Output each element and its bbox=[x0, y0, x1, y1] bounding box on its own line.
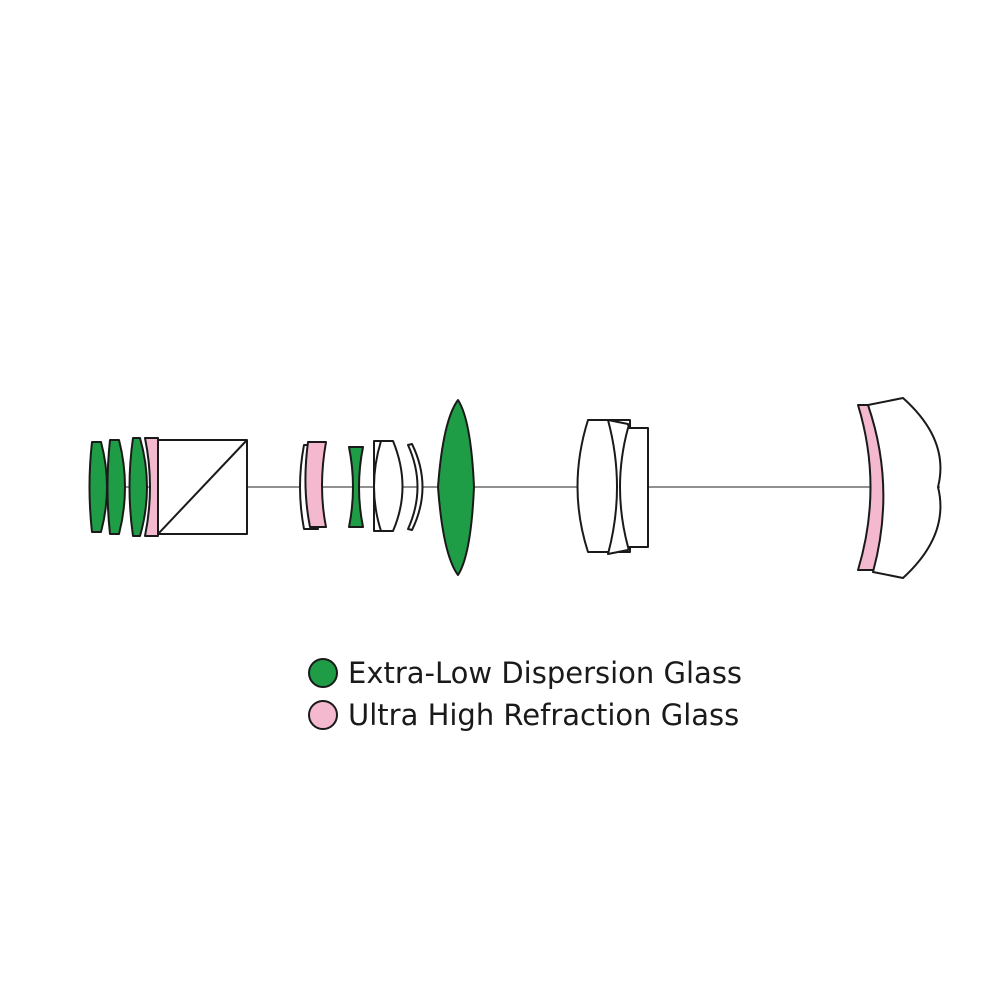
lens-uhr-2 bbox=[304, 441, 327, 528]
lens-ed-5 bbox=[437, 399, 475, 576]
legend-label-ed: Extra-Low Dispersion Glass bbox=[348, 656, 743, 690]
lens-plain-8 bbox=[867, 397, 942, 579]
ed-glass-swatch-icon bbox=[308, 658, 338, 688]
legend: Extra-Low Dispersion Glass Ultra High Re… bbox=[308, 652, 742, 736]
lens-plain-3 bbox=[373, 440, 404, 532]
legend-label-uhr: Ultra High Refraction Glass bbox=[348, 698, 740, 732]
lens-ed-4 bbox=[348, 446, 364, 528]
lens-uhr-1 bbox=[144, 437, 159, 537]
legend-item-ed: Extra-Low Dispersion Glass bbox=[308, 652, 742, 694]
legend-item-uhr: Ultra High Refraction Glass bbox=[308, 694, 742, 736]
prism-diagonal bbox=[157, 439, 248, 535]
lens-plain-7 bbox=[619, 427, 649, 548]
uhr-glass-swatch-icon bbox=[308, 700, 338, 730]
lens-ed-1 bbox=[88, 441, 108, 533]
lens-ed-3 bbox=[128, 437, 148, 537]
lens-ed-2 bbox=[106, 439, 126, 535]
lens-plain-4 bbox=[407, 443, 424, 531]
